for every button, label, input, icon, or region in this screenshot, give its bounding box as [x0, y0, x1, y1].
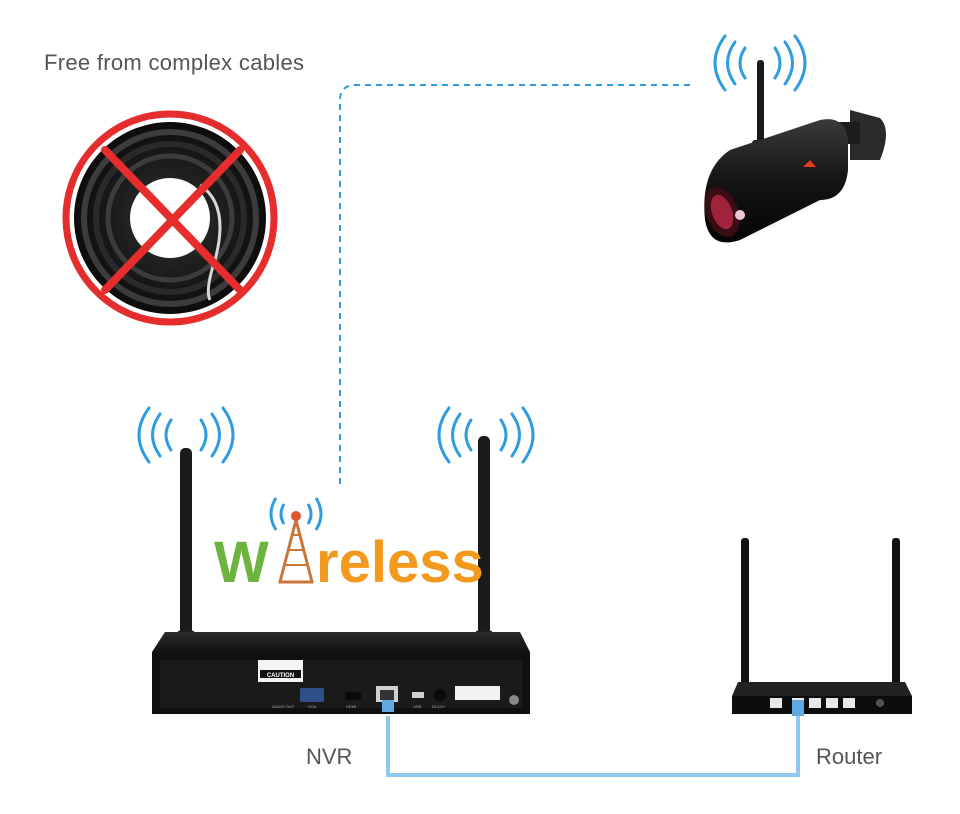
router-icon: [732, 538, 912, 716]
port-label-hdmi: HDMI: [346, 704, 356, 709]
router-label: Router: [816, 744, 883, 769]
wifi-signal-icon: [713, 34, 807, 92]
caution-label: CAUTION: [267, 673, 294, 679]
port-label-vga: VGA: [308, 704, 317, 709]
ip-camera-icon: [704, 60, 886, 243]
nvr-recorder-icon: CAUTION AUDIO OUT VGA HDMI USB DC12V: [152, 632, 530, 714]
wireless-link-line: [339, 84, 690, 484]
wireless-logo-tower-icon: [269, 497, 323, 584]
no-cable-icon: [62, 110, 278, 326]
headline-caption: Free from complex cables: [44, 50, 305, 75]
wordmark-rest: reless: [316, 530, 484, 595]
wifi-signal-icon: [137, 406, 235, 464]
wifi-signal-icon: [437, 406, 535, 464]
wordmark-first-letter: W: [214, 530, 269, 595]
port-label-usb: USB: [413, 704, 422, 709]
port-label-audio: AUDIO OUT: [272, 704, 295, 709]
ethernet-cable: [386, 716, 800, 777]
port-label-dc: DC12V: [432, 704, 445, 709]
nvr-label: NVR: [306, 744, 353, 769]
